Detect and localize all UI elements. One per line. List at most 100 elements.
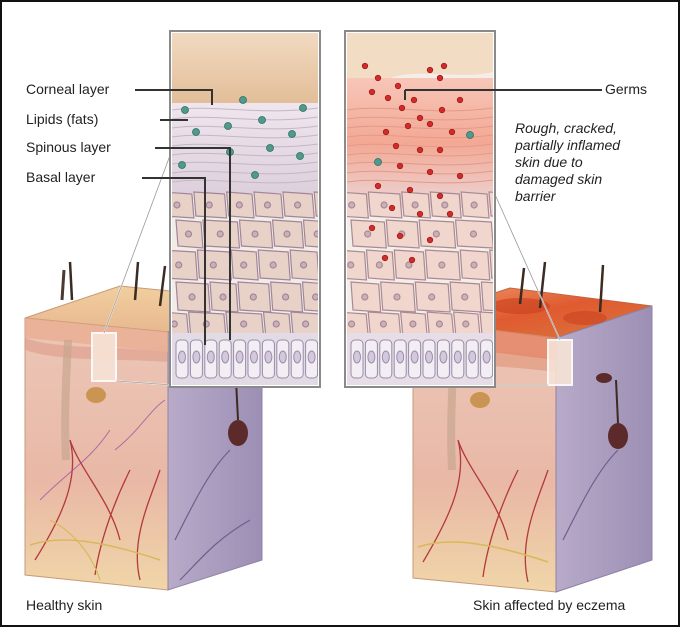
cell-nucleus (241, 321, 247, 327)
germ (383, 129, 389, 135)
cell-nucleus (303, 321, 309, 327)
germ (457, 97, 463, 103)
cell-nucleus (380, 321, 386, 327)
cell-nucleus (176, 262, 182, 268)
basal-nucleus (236, 351, 243, 363)
germ (397, 233, 403, 239)
basal-nucleus (469, 351, 476, 363)
lipid-dot (179, 162, 186, 169)
germ (389, 205, 395, 211)
lipid-dot (300, 105, 307, 112)
basal-nucleus (426, 351, 433, 363)
lipid-dot (182, 107, 189, 114)
germ (441, 63, 447, 69)
cell-nucleus (365, 231, 371, 237)
cell-nucleus (284, 231, 290, 237)
basal-nucleus (368, 351, 375, 363)
germ (439, 107, 445, 113)
basal-nucleus (279, 351, 286, 363)
lipid-dot (252, 172, 259, 179)
cell-nucleus (462, 294, 468, 300)
healthy-zoom-panel (162, 31, 346, 387)
germ (405, 123, 411, 129)
cell-nucleus (252, 231, 258, 237)
cell-nucleus (349, 202, 355, 208)
cell-nucleus (349, 321, 355, 327)
germ (447, 211, 453, 217)
cell-nucleus (410, 321, 416, 327)
annotation-line: barrier (515, 188, 665, 205)
cell-nucleus (313, 294, 319, 300)
annotation-line: partially inflamed (515, 137, 665, 154)
cell-nucleus (283, 294, 289, 300)
cell-nucleus (174, 202, 180, 208)
cell-nucleus (236, 202, 242, 208)
label-spinous-layer: Spinous layer (26, 139, 111, 155)
annotation-line: damaged skin (515, 171, 665, 188)
annotation-line: skin due to (515, 154, 665, 171)
cell-nucleus (220, 294, 226, 300)
basal-nucleus (179, 351, 186, 363)
lipid-dot (193, 129, 200, 136)
germ (369, 89, 375, 95)
germ (397, 163, 403, 169)
lipid-dot (375, 159, 382, 166)
caption-healthy-skin: Healthy skin (26, 597, 102, 613)
cell-nucleus (433, 231, 439, 237)
lipid-dot (297, 153, 304, 160)
basal-nucleus (483, 351, 490, 363)
caption-eczema-skin: Skin affected by eczema (473, 597, 625, 613)
basal-nucleus (222, 351, 229, 363)
cell-nucleus (362, 294, 368, 300)
cell-nucleus (301, 262, 307, 268)
cell-nucleus (439, 262, 445, 268)
germ (399, 105, 405, 111)
cell-nucleus (442, 202, 448, 208)
germ (437, 147, 443, 153)
cell-nucleus (412, 202, 418, 208)
germ (427, 67, 433, 73)
cell-nucleus (206, 202, 212, 208)
label-basal-layer: Basal layer (26, 169, 95, 185)
label-corneal-layer: Corneal layer (26, 81, 109, 97)
skin-cell (489, 192, 515, 218)
germ (437, 75, 443, 81)
germ (427, 237, 433, 243)
germ (393, 143, 399, 149)
germ (427, 121, 433, 127)
basal-nucleus (382, 351, 389, 363)
lipid-dot (225, 123, 232, 130)
cell-nucleus (264, 202, 270, 208)
cell-nucleus (348, 262, 354, 268)
basal-nucleus (251, 351, 258, 363)
cell-nucleus (326, 202, 332, 208)
germ (395, 83, 401, 89)
cell-nucleus (171, 321, 177, 327)
germ (411, 97, 417, 103)
cell-nucleus (429, 294, 435, 300)
basal-nucleus (294, 351, 301, 363)
lipid-dot (467, 132, 474, 139)
basal-nucleus (265, 351, 272, 363)
cell-nucleus (381, 202, 387, 208)
eczema-annotation: Rough, cracked, partially inflamed skin … (515, 120, 665, 205)
cell-nucleus (436, 321, 442, 327)
lipid-dot (267, 145, 274, 152)
cell-nucleus (189, 294, 195, 300)
germ (369, 225, 375, 231)
germ (417, 147, 423, 153)
germ (417, 211, 423, 217)
lipid-dot (289, 131, 296, 138)
germ (375, 75, 381, 81)
germ (409, 257, 415, 263)
cell-nucleus (250, 294, 256, 300)
basal-nucleus (397, 351, 404, 363)
basal-nucleus (454, 351, 461, 363)
cell-nucleus (471, 262, 477, 268)
cell-nucleus (273, 321, 279, 327)
lipid-dot (240, 97, 247, 104)
label-lipids: Lipids (fats) (26, 111, 98, 127)
germ (437, 193, 443, 199)
basal-nucleus (207, 351, 214, 363)
cell-nucleus (471, 202, 477, 208)
